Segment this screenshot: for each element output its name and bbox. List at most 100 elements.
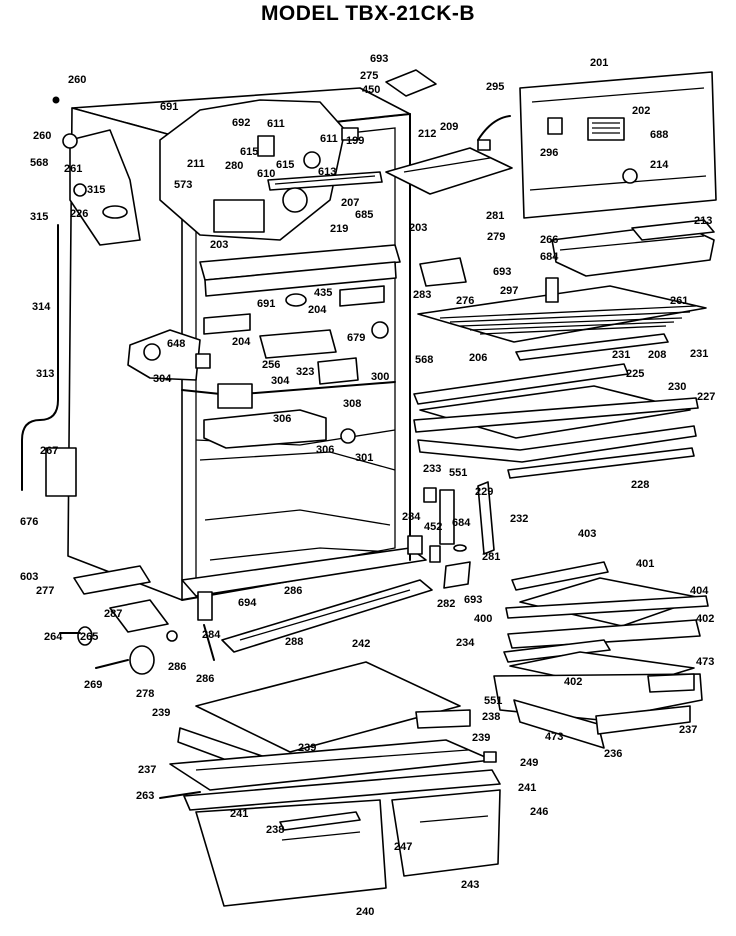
part-label-277: 277 [36, 585, 54, 597]
part-label-693a: 693 [370, 53, 388, 65]
part-label-213: 213 [694, 215, 712, 227]
part-label-231a: 231 [612, 349, 630, 361]
part-label-573: 573 [174, 179, 192, 191]
part-label-237b: 237 [138, 764, 156, 776]
part-label-315b: 315 [30, 211, 48, 223]
lower-right-parts [493, 561, 709, 749]
part-label-551a: 551 [449, 467, 467, 479]
part-label-692: 692 [232, 117, 250, 129]
part-label-243: 243 [461, 879, 479, 891]
part-label-241b: 241 [230, 808, 248, 820]
part-label-304b: 304 [271, 375, 290, 387]
part-label-315a: 315 [87, 184, 105, 196]
part-label-275: 275 [360, 70, 378, 82]
left-side-parts [21, 96, 215, 675]
part-label-679: 679 [347, 332, 365, 344]
part-label-613: 613 [318, 166, 336, 178]
part-label-402a: 402 [696, 613, 714, 625]
upper-right-parts [385, 69, 717, 589]
part-label-281b: 281 [482, 551, 500, 563]
part-label-278: 278 [136, 688, 154, 700]
part-label-232: 232 [510, 513, 528, 525]
part-label-304a: 304 [153, 373, 172, 385]
part-label-300: 300 [371, 371, 389, 383]
part-label-611a: 611 [267, 118, 285, 130]
part-label-283: 283 [413, 289, 431, 301]
part-label-450: 450 [362, 84, 380, 96]
part-label-615a: 615 [240, 146, 258, 158]
part-label-246: 246 [530, 806, 548, 818]
part-label-286a: 286 [168, 661, 186, 673]
part-label-693c: 693 [464, 594, 482, 606]
part-label-234: 234 [456, 637, 475, 649]
part-label-237a: 237 [679, 724, 697, 736]
freezer-components [127, 99, 401, 449]
part-label-281a: 281 [486, 210, 504, 222]
part-label-238a: 238 [482, 711, 500, 723]
part-label-219: 219 [330, 223, 348, 235]
part-label-261b: 261 [670, 295, 688, 307]
part-label-684b: 684 [452, 517, 471, 529]
part-label-214: 214 [650, 159, 669, 171]
part-label-261a: 261 [64, 163, 82, 175]
part-label-648: 648 [167, 338, 185, 350]
part-label-693b: 693 [493, 266, 511, 278]
part-label-265: 265 [80, 631, 98, 643]
part-label-306a: 306 [273, 413, 291, 425]
part-label-286c: 286 [284, 585, 302, 597]
part-label-308a: 308 [343, 398, 361, 410]
part-label-694: 694 [238, 597, 257, 609]
part-label-211: 211 [187, 158, 205, 170]
part-label-287: 287 [104, 608, 122, 620]
part-label-202: 202 [632, 105, 650, 117]
part-label-212: 212 [418, 128, 436, 140]
part-label-206: 206 [469, 352, 487, 364]
part-label-209: 209 [440, 121, 458, 133]
part-label-435: 435 [314, 287, 332, 299]
part-label-404: 404 [690, 585, 709, 597]
part-label-286b: 286 [196, 673, 214, 685]
part-label-238b: 238 [266, 824, 284, 836]
part-label-611b: 611 [320, 133, 338, 145]
part-label-231b: 231 [690, 348, 708, 360]
part-label-230: 230 [668, 381, 686, 393]
part-label-676: 676 [20, 516, 38, 528]
part-label-247: 247 [394, 841, 412, 853]
part-label-204b: 204 [232, 336, 251, 348]
part-label-239a: 239 [152, 707, 170, 719]
part-label-256: 256 [262, 359, 280, 371]
part-label-203b: 203 [409, 222, 427, 234]
part-label-242: 242 [352, 638, 370, 650]
model-title: MODEL TBX-21CK-B [260, 2, 476, 25]
part-label-280: 280 [225, 160, 243, 172]
part-label-403: 403 [578, 528, 596, 540]
part-label-241a: 241 [518, 782, 536, 794]
part-label-402b: 402 [564, 676, 582, 688]
part-label-288: 288 [285, 636, 303, 648]
part-label-207: 207 [341, 197, 359, 209]
part-label-685: 685 [355, 209, 373, 221]
part-label-568a: 568 [30, 157, 48, 169]
part-label-233: 233 [423, 463, 441, 475]
part-label-401: 401 [636, 558, 654, 570]
part-label-260a: 260 [68, 74, 86, 86]
part-label-269: 269 [84, 679, 102, 691]
part-label-236: 236 [604, 748, 622, 760]
part-label-301: 301 [355, 452, 373, 464]
part-label-452: 452 [424, 521, 442, 533]
part-label-610: 610 [257, 168, 275, 180]
part-label-199: 199 [346, 135, 364, 147]
part-label-568b: 568 [415, 354, 433, 366]
part-label-313: 313 [36, 368, 54, 380]
part-label-266: 266 [540, 234, 558, 246]
part-label-295: 295 [486, 81, 504, 93]
part-label-228: 228 [631, 479, 649, 491]
part-label-314: 314 [32, 301, 51, 313]
part-label-249: 249 [520, 757, 538, 769]
part-label-260b: 260 [33, 130, 51, 142]
part-label-297: 297 [500, 285, 518, 297]
part-label-264a: 264 [44, 631, 63, 643]
